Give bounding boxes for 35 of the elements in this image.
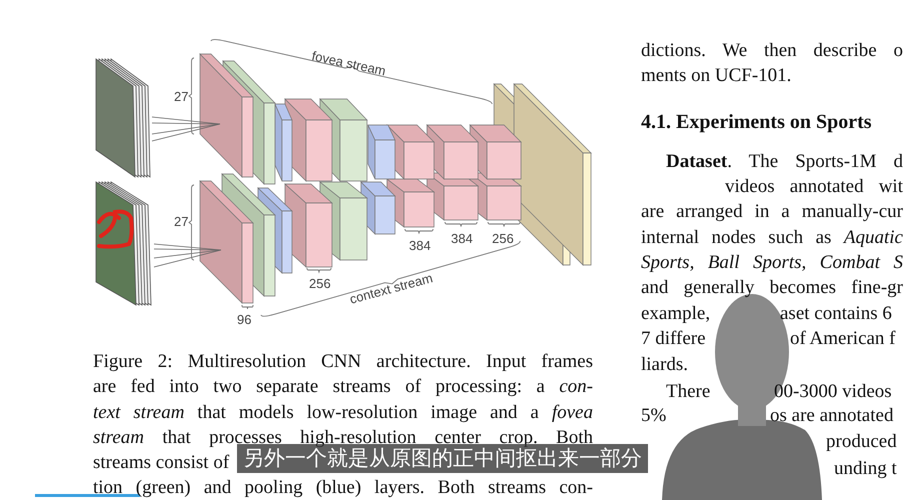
caption-line: streams consist of <box>93 452 230 475</box>
body-text-line: produced <box>826 431 897 454</box>
body-text-line: 00-3000 videos <box>774 381 892 404</box>
dimension-label: 27 <box>174 89 188 105</box>
body-text-line: example, <box>641 303 710 326</box>
body-text-line: aset contains 6 <box>780 303 892 326</box>
body-text-line: 5% <box>641 405 666 428</box>
subtitle-caption: 另外一个就是从原图的正中间抠出来一部分 <box>237 444 648 474</box>
body-text-line: Dataset. The Sports-1M d <box>666 151 903 174</box>
body-text-line: internal nodes such as Aquatic <box>641 227 903 250</box>
caption-line: text stream that models low-resolution image and a fovea <box>93 402 593 425</box>
body-text-line: 7 differe <box>641 328 706 351</box>
caption-line: Figure 2: Multiresolution CNN architecture. Input frames <box>93 351 593 374</box>
dimension-label: 256 <box>309 276 331 292</box>
body-text-line: videos annotated wit <box>725 176 903 199</box>
caption-line: tion (green) and pooling (blue) layers. Both streams con- <box>93 477 593 500</box>
body-text-line: There <box>666 381 710 404</box>
stream-label: context stream <box>348 270 434 308</box>
body-text-line: are arranged in a manually-cur <box>641 201 903 224</box>
dimension-label: 96 <box>237 312 252 328</box>
section-heading: 4.1. Experiments on Sports <box>641 110 872 134</box>
body-text-line: Sports, Ball Sports, Combat S <box>641 252 903 275</box>
dimension-label: 384 <box>451 231 473 247</box>
body-text-line: liards. <box>641 354 688 377</box>
body-text-line: unding t <box>834 458 897 481</box>
body-text-line: and generally becomes fine-gr <box>641 277 903 300</box>
dimension-label: 384 <box>409 238 431 254</box>
body-text-line: of American f <box>790 328 896 351</box>
body-text-line: ments on UCF-101. <box>641 65 792 88</box>
body-text-line: dictions. We then describe o <box>641 40 903 63</box>
stream-label: fovea stream <box>310 48 388 80</box>
dimension-label: 27 <box>174 214 188 230</box>
body-text-line: os are annotated <box>770 405 894 428</box>
dimension-label: 256 <box>492 231 514 247</box>
caption-line: are fed into two separate streams of processing: a con- <box>93 376 593 399</box>
